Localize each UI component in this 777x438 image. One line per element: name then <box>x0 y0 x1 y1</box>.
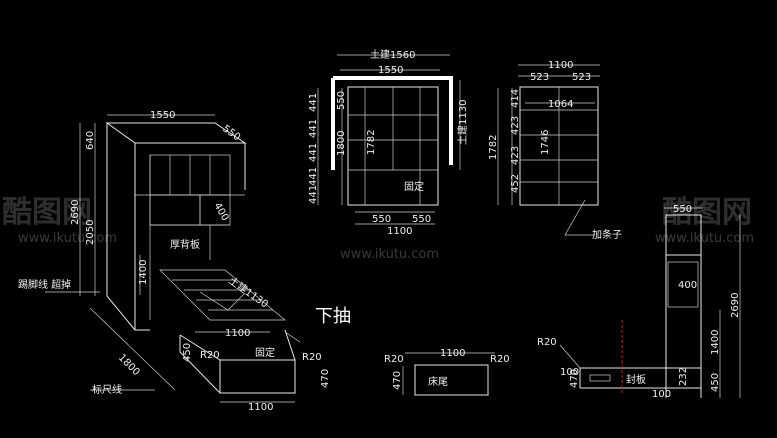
leader <box>284 331 301 343</box>
dim-w523a: 523 <box>530 72 549 83</box>
bed-front <box>219 359 296 394</box>
bed-top <box>159 269 286 321</box>
dim-wall-1130: 土建1130 <box>456 100 469 145</box>
watermark-url-left: www.ikutu.com <box>18 231 117 246</box>
dim-height-lower: 2050 <box>85 220 96 245</box>
dim-top-width: 1550 <box>150 110 175 121</box>
label-back-panel: 厚背板 <box>170 238 200 251</box>
dim-section-h450: 450 <box>710 373 721 392</box>
bed-side-bottom <box>179 351 221 394</box>
dim-section-w550: 550 <box>673 204 692 215</box>
dim-b1100: 1100 <box>387 226 412 237</box>
leader <box>559 344 581 369</box>
label-section-seal: 封板 <box>626 373 646 386</box>
watermark-url-right: www.ikutu.com <box>655 231 754 246</box>
dim-section-h2690: 2690 <box>730 293 741 318</box>
dim-section-h100b: 100 <box>652 389 671 400</box>
dim-section-h232: 232 <box>678 367 689 386</box>
front-left-edge <box>134 143 150 331</box>
label-r20a: R20 <box>384 354 404 365</box>
dim-left-0: 441 <box>308 93 319 112</box>
dim-h1746: 1746 <box>540 130 551 155</box>
dim-left-1: 441 <box>308 119 319 138</box>
bed-side <box>179 329 296 361</box>
dim-bed-length: 1800 <box>116 352 142 378</box>
dim-bottom-1100: 1100 <box>248 402 273 413</box>
label-r20-left: R20 <box>200 350 220 361</box>
dim-b550a: 550 <box>372 214 391 225</box>
label-drawer: 下抽 <box>315 306 351 327</box>
upper-shelf <box>149 194 201 226</box>
dim-width-1550: 1550 <box>378 65 403 76</box>
leader <box>564 199 595 236</box>
label-fixed-iso: 固定 <box>255 346 275 359</box>
label-ref-line: 标尺线 <box>92 383 122 396</box>
watermark-logo-left: 酷图网 <box>2 195 92 230</box>
dim-bed-1100: 1100 <box>225 328 250 339</box>
isometric-view: 1550 550 640 2690 2050 400 1400 土建1130 1… <box>18 110 351 413</box>
dim-left-2: 441 <box>308 143 319 162</box>
section-handle <box>589 374 611 382</box>
dim-left-4: 441 <box>308 185 319 204</box>
section-top <box>665 214 702 256</box>
label-kick-line: 踢脚线 超掉 <box>18 278 71 291</box>
label-section-r20: R20 <box>537 337 557 348</box>
dim-bed-end-h470: 470 <box>392 371 403 390</box>
dim-section-h1400: 1400 <box>710 330 721 355</box>
dim-wall-1560: 土建1560 <box>370 48 415 61</box>
dim-side-0: 414 <box>510 89 521 108</box>
label-fixed-front: 固定 <box>404 180 424 193</box>
dim-top-depth: 550 <box>220 123 242 143</box>
dim-side-400: 400 <box>211 201 230 223</box>
section-niche <box>667 261 699 308</box>
dim-height-top: 640 <box>85 131 96 150</box>
watermark-logo-right: 酷图网 <box>662 195 752 230</box>
dim-w1064: 1064 <box>548 99 573 110</box>
dim-side-2: 423 <box>510 146 521 165</box>
dim-section-h400: 400 <box>678 280 697 291</box>
dim-bed-end-w1100: 1100 <box>440 348 465 359</box>
dim-section-h100a: 100 <box>560 367 579 378</box>
dim-section-h470: 470 <box>569 369 580 388</box>
label-r20-right: R20 <box>302 352 322 363</box>
dim-w523b: 523 <box>572 72 591 83</box>
dim-h550: 550 <box>336 91 347 110</box>
dim-side-3: 452 <box>510 174 521 193</box>
dim-side-1: 423 <box>510 116 521 135</box>
bottom-left-edge <box>106 295 136 331</box>
watermark-url-center: www.ikutu.com <box>340 247 439 262</box>
dim-h1782-side: 1782 <box>488 135 499 160</box>
section-view: 550 400 2690 1400 450 R20 100 470 232 10… <box>537 204 741 400</box>
dim-height-total: 2690 <box>70 200 81 225</box>
leader <box>199 291 246 311</box>
dim-h-470: 470 <box>320 369 331 388</box>
label-strip: 加条子 <box>592 228 622 241</box>
front-view: 土建1560 1550 441 441 441 441 441 550 1800… <box>308 48 469 237</box>
dim-b550b: 550 <box>412 214 431 225</box>
label-r20b: R20 <box>490 354 510 365</box>
wall-outline <box>331 76 453 170</box>
label-bed-end: 床尾 <box>428 375 448 388</box>
bed-end-view: R20 R20 1100 470 床尾 <box>384 348 510 396</box>
dim-w1100: 1100 <box>548 60 573 71</box>
dim-h1782: 1782 <box>366 130 377 155</box>
dim-bed-450: 450 <box>182 343 193 362</box>
dim-left-3: 441 <box>308 167 319 186</box>
side-view: 1100 523 523 1064 1782 414 423 423 452 1… <box>488 60 622 241</box>
watermarks: 酷图网 www.ikutu.com www.ikutu.com www.ikut… <box>2 195 754 262</box>
dim-inner-1400: 1400 <box>138 260 149 285</box>
bed-end-box <box>414 364 489 396</box>
dim-line <box>89 307 176 391</box>
dim-h1800: 1800 <box>336 131 347 156</box>
